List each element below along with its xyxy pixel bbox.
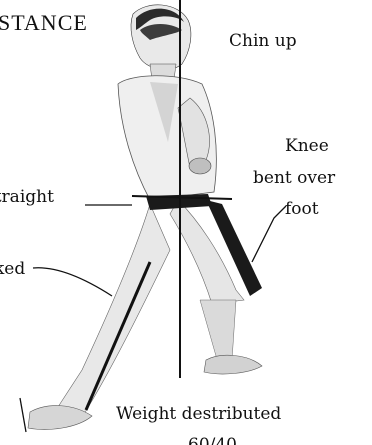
martial-artist-figure — [28, 5, 262, 430]
knee-label-line1: Knee — [285, 136, 329, 156]
knee-label-line3: foot — [285, 199, 319, 219]
page-title: STANCE — [0, 10, 88, 35]
weight-label-line1: Weight destributed — [116, 404, 281, 424]
hips-straight-label: straight — [0, 187, 54, 207]
knee-label-line2: bent over — [253, 168, 336, 188]
weight-label-line2: 60/40 — [188, 435, 237, 445]
back-leg-label: ked — [0, 259, 25, 279]
chin-up-label: Chin up — [229, 31, 297, 51]
knee-pointer-line — [252, 206, 286, 262]
back-foot-pointer-line — [20, 398, 26, 432]
back-leg-pointer-line — [33, 268, 112, 296]
